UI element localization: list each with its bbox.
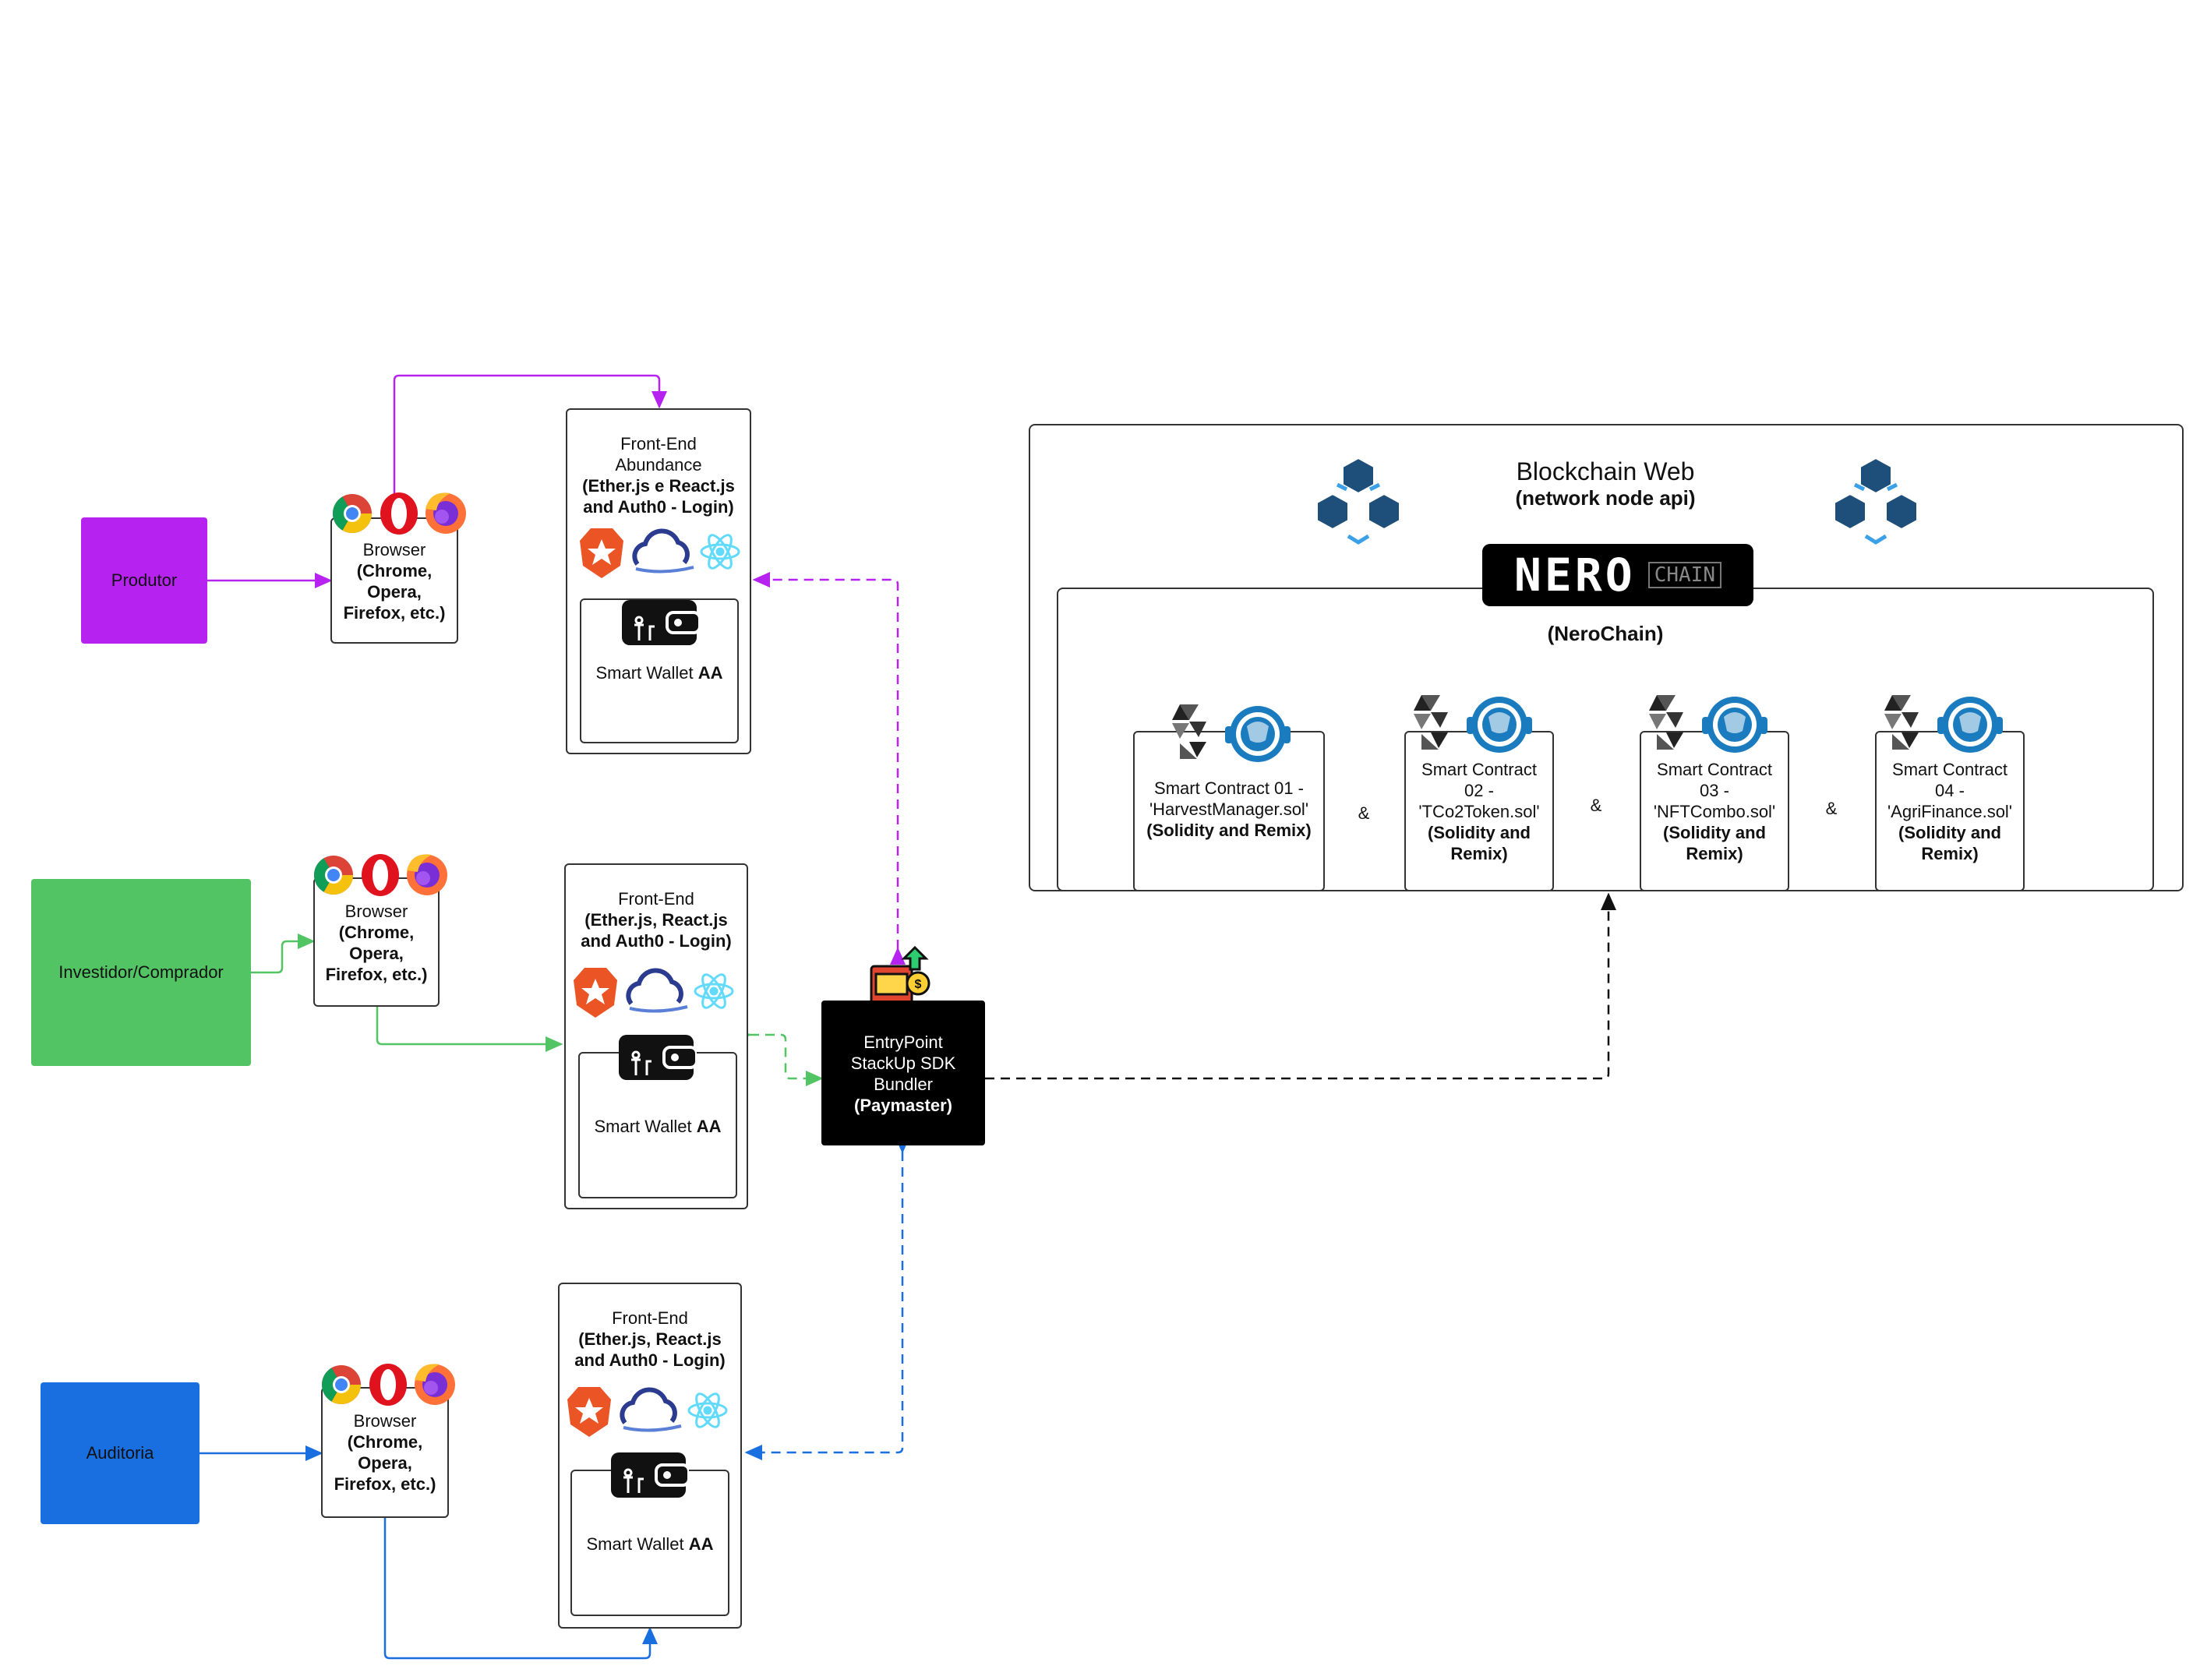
react-icon — [700, 534, 740, 570]
firefox-icon — [415, 1364, 455, 1405]
green-dashed-line — [734, 1027, 824, 1086]
nero-logo-text: NERO — [1514, 549, 1636, 602]
firefox-icon — [426, 492, 466, 534]
actor-label: Produtor — [111, 570, 178, 590]
react-icon — [687, 1392, 728, 1428]
nerochain-logo: NERO CHAIN — [1482, 544, 1753, 606]
frontend-icons-auditoria — [564, 1382, 733, 1442]
auth0-icon — [574, 968, 617, 1018]
contract-text-02: Smart Contract 02 - 'TCo2Token.sol' (Sol… — [1418, 760, 1540, 863]
browser-text-investidor: Browser (Chrome, Opera, Firefox, etc.) — [313, 901, 440, 985]
browser-icons-investidor — [312, 849, 452, 900]
browser-box-produtor[interactable] — [330, 517, 458, 644]
chrome-icon — [322, 1365, 361, 1404]
frontend-icons-investidor — [570, 963, 739, 1023]
contract-icons-04 — [1884, 692, 2009, 761]
separator-amp-1: & — [1358, 803, 1370, 823]
react-icon — [694, 973, 734, 1009]
wallet-icon — [619, 594, 701, 652]
nerochain-label: (NeroChain) — [1547, 622, 1664, 645]
auth0-icon — [580, 528, 623, 578]
opera-icon — [369, 1364, 407, 1406]
contract-icons-01 — [1172, 701, 1297, 771]
wallet-icon — [608, 1446, 690, 1505]
chrome-icon — [314, 856, 353, 895]
blue-dashed-line — [744, 1136, 910, 1460]
cloud-icon — [626, 968, 688, 1013]
wallet-label-auditoria: Smart Wallet AA — [586, 1534, 714, 1554]
browser-icons-auditoria — [320, 1359, 460, 1410]
browser-title: Browser — [344, 902, 408, 921]
actor-auditoria[interactable]: Auditoria — [41, 1382, 200, 1524]
contract-icons-03 — [1649, 692, 1774, 761]
cloud-icon — [632, 528, 694, 574]
contract-box-01[interactable] — [1133, 731, 1325, 891]
separator-amp-3: & — [1825, 799, 1838, 818]
blockchain-cubes-icon — [1833, 455, 1919, 549]
blockchain-title: Blockchain Web — [1516, 457, 1695, 485]
contract-text-04: Smart Contract 04 - 'AgriFinance.sol' (S… — [1887, 760, 2013, 863]
remix-icon — [1937, 697, 2003, 753]
blockchain-cubes-icon — [1315, 455, 1401, 549]
browser-to-frontend-blue-line — [383, 1518, 658, 1660]
cloud-icon — [620, 1387, 682, 1432]
actor-produtor[interactable]: Produtor — [81, 517, 207, 644]
wallet-icon — [616, 1029, 698, 1087]
contract-box-04[interactable] — [1875, 731, 2025, 891]
contract-icons-02 — [1414, 692, 1538, 761]
entrypoint-text: EntryPoint StackUp SDK Bundler (Paymaste… — [850, 1032, 956, 1115]
contract-text-01: Smart Contract 01 - 'HarvestManager.sol'… — [1146, 778, 1312, 840]
frontend-text-investidor: Front-End (Ether.js, React.js and Auth0 … — [581, 889, 732, 951]
chain-logo-tag: CHAIN — [1647, 562, 1721, 588]
remix-icon — [1702, 697, 1767, 753]
contract-box-03[interactable] — [1640, 731, 1789, 891]
actor-investidor[interactable]: Investidor/Comprador — [31, 879, 251, 1066]
blockchain-subtitle: (network node api) — [1515, 486, 1696, 510]
chrome-icon — [333, 494, 372, 533]
remix-icon — [1467, 697, 1532, 753]
actor-label: Auditoria — [86, 1443, 154, 1463]
svg-text:$: $ — [915, 978, 922, 991]
remix-icon — [1225, 706, 1291, 762]
auth0-icon — [567, 1387, 611, 1437]
solidity-icon — [1649, 695, 1683, 750]
frontend-icons-produtor — [577, 524, 745, 584]
browser-to-frontend-green-line — [376, 1007, 563, 1052]
browser-to-frontend-purple-line — [393, 374, 667, 496]
solidity-icon — [1414, 695, 1448, 750]
purple-dashed-line — [752, 572, 906, 965]
opera-icon — [362, 854, 399, 896]
browser-text-produtor: Browser (Chrome, Opera, Firefox, etc.) — [330, 539, 458, 623]
browser-title: Browser — [353, 1411, 417, 1431]
separator-amp-2: & — [1590, 796, 1602, 815]
opera-icon — [380, 492, 418, 535]
investidor-to-browser-line — [251, 934, 316, 974]
frontend-text-auditoria: Front-End (Ether.js, React.js and Auth0 … — [574, 1308, 726, 1370]
browser-box-auditoria[interactable] — [321, 1387, 449, 1518]
wallet-label-investidor: Smart Wallet AA — [594, 1117, 722, 1136]
browser-text-auditoria: Browser (Chrome, Opera, Firefox, etc.) — [321, 1410, 449, 1495]
frontend-text-produtor: Front-End Abundance (Ether.js e React.js… — [582, 434, 735, 517]
wallet-label-produtor: Smart Wallet AA — [595, 663, 723, 683]
actor-label: Investidor/Comprador — [58, 962, 224, 982]
entrypoint-to-blockchain-line — [969, 892, 1616, 1086]
solidity-icon — [1884, 695, 1919, 750]
browser-icons-produtor — [330, 488, 471, 538]
contract-box-02[interactable] — [1404, 731, 1554, 891]
solidity-icon — [1172, 704, 1206, 759]
contract-text-03: Smart Contract 03 - 'NFTCombo.sol' (Soli… — [1653, 760, 1776, 863]
browser-title: Browser — [362, 540, 426, 559]
firefox-icon — [407, 854, 447, 895]
entrypoint-box[interactable] — [821, 1001, 985, 1145]
